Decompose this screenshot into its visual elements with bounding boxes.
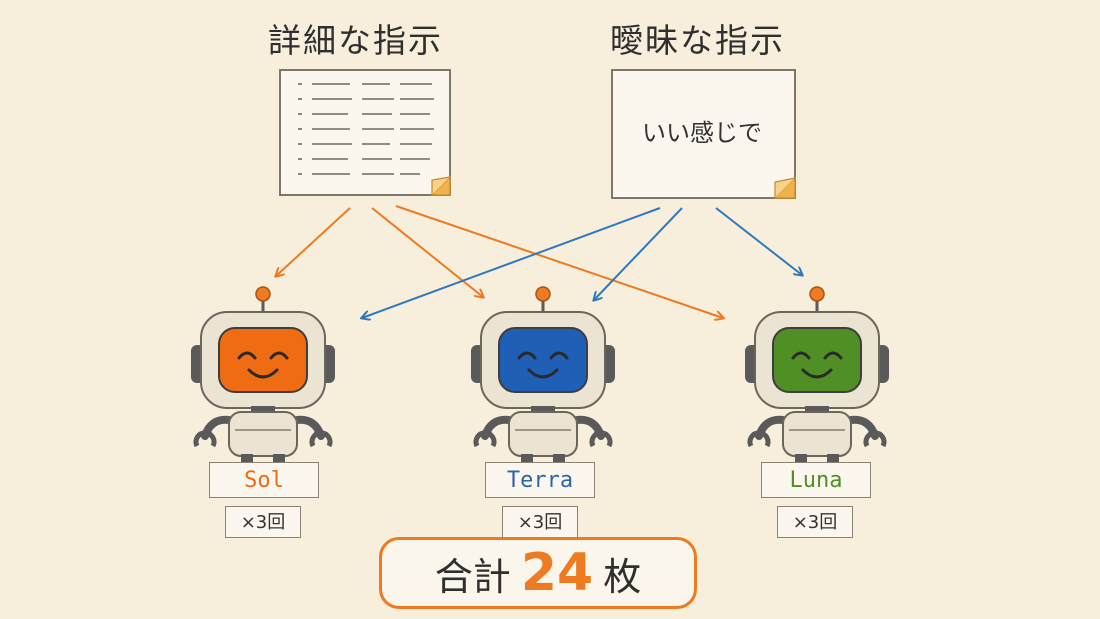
arrow-vague-to-terra	[594, 207, 683, 300]
total-number: 24	[520, 543, 594, 603]
robot-screen	[498, 327, 588, 393]
total-prefix: 合計	[434, 554, 511, 599]
right-hand	[863, 430, 887, 448]
robot-count-luna: ×3回	[777, 506, 853, 538]
left-leg	[795, 454, 807, 464]
right-leg	[553, 454, 565, 464]
robot-sol	[191, 286, 335, 464]
vague-heading: 曖昧な指示	[610, 21, 785, 60]
robot-luna	[745, 286, 889, 464]
robot-screen	[218, 327, 308, 393]
left-hand	[747, 430, 771, 448]
left-leg	[521, 454, 533, 464]
robot-neck	[251, 406, 275, 414]
antenna-bulb	[255, 286, 271, 302]
robot-terra	[471, 286, 615, 464]
antenna-bulb	[809, 286, 825, 302]
robot-name-luna: Luna	[761, 462, 871, 498]
detailed-arrows	[276, 205, 723, 318]
arrow-vague-to-sol	[362, 207, 661, 318]
total-suffix: 枚	[603, 554, 642, 599]
right-eye	[823, 351, 843, 360]
vague-arrows	[362, 207, 802, 318]
right-hand	[589, 430, 613, 448]
right-hand	[309, 430, 333, 448]
robot-mouth	[247, 368, 279, 379]
left-eye	[791, 351, 811, 360]
robot-count-sol: ×3回	[225, 506, 301, 538]
robot-name-sol: Sol	[209, 462, 319, 498]
robot-count-terra: ×3回	[502, 506, 578, 538]
right-leg	[273, 454, 285, 464]
robot-torso	[782, 411, 852, 457]
vague-note-text: いい感じで	[642, 119, 762, 147]
left-eye	[237, 351, 257, 360]
right-eye	[549, 351, 569, 360]
arrow-detailed-to-terra	[371, 207, 483, 297]
left-hand	[473, 430, 497, 448]
right-leg	[827, 454, 839, 464]
arrow-detailed-to-luna	[395, 205, 723, 318]
detailed-document-icon	[279, 69, 451, 196]
left-eye	[517, 351, 537, 360]
robot-screen	[772, 327, 862, 393]
left-hand	[193, 430, 217, 448]
arrow-detailed-to-sol	[276, 207, 351, 276]
detailed-heading: 詳細な指示	[268, 21, 443, 60]
arrow-vague-to-luna	[715, 207, 802, 275]
robot-neck	[805, 406, 829, 414]
antenna-bulb	[535, 286, 551, 302]
vague-note-icon	[611, 69, 796, 199]
total-badge: 合計 24 枚	[379, 537, 697, 609]
robot-mouth	[801, 368, 833, 379]
robot-torso	[228, 411, 298, 457]
robot-torso	[508, 411, 578, 457]
right-eye	[269, 351, 289, 360]
robot-name-terra: Terra	[485, 462, 595, 498]
robot-mouth	[527, 368, 559, 379]
left-leg	[241, 454, 253, 464]
robot-neck	[531, 406, 555, 414]
